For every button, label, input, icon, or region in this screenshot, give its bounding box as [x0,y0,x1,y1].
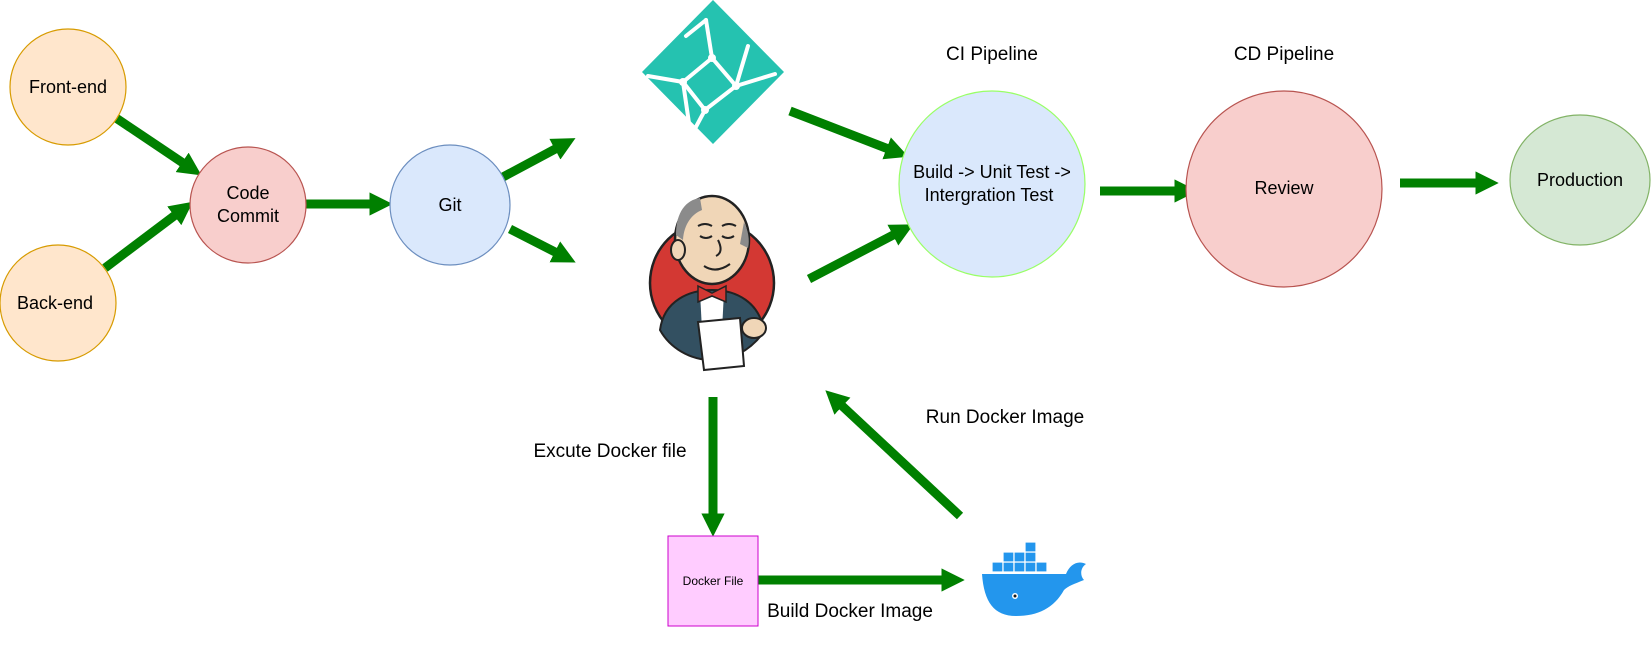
run-docker-caption: Run Docker Image [926,407,1084,428]
ci-pipeline-caption: CI Pipeline [946,44,1038,65]
production-label: Production [1537,170,1623,190]
arrow-git-to-netlify [500,138,576,181]
review-label: Review [1254,178,1314,198]
execute-docker-caption: Excute Docker file [533,441,686,462]
jenkins-logo-icon [648,194,776,372]
node-git: Git [389,144,511,266]
frontend-label: Front-end [29,77,107,97]
docker-file-label: Docker File [683,574,744,588]
node-code-commit: Code Commit [189,146,307,264]
arrows [102,106,1499,592]
arrow-backend-to-commit [102,201,193,272]
ci-process-label-line1: Build -> Unit Test -> [913,162,1071,182]
arrow-jenkins-to-ci [806,224,914,283]
ci-process-label-line2: Intergration Test [925,185,1054,205]
arrow-netlify-to-ci [788,106,909,160]
cd-pipeline-caption: CD Pipeline [1234,44,1334,65]
code-commit-label-line1: Code [226,183,269,203]
node-docker-file: Docker File [667,535,759,627]
build-docker-caption: Build Docker Image [767,601,933,622]
docker-whale-icon [982,541,1086,616]
code-commit-label-line2: Commit [217,206,279,226]
node-backend: Back-end [0,244,117,362]
arrow-docker-to-jenkins [825,390,964,520]
arrow-frontend-to-commit [113,114,202,176]
node-review: Review [1185,90,1383,288]
node-frontend: Front-end [9,28,127,146]
arrow-git-to-jenkins [507,224,576,263]
backend-label: Back-end [17,293,93,313]
netlify-logo-icon [642,0,784,144]
git-label: Git [438,195,461,215]
node-production: Production [1509,114,1651,246]
node-ci-process: Build -> Unit Test -> Intergration Test [898,90,1086,278]
